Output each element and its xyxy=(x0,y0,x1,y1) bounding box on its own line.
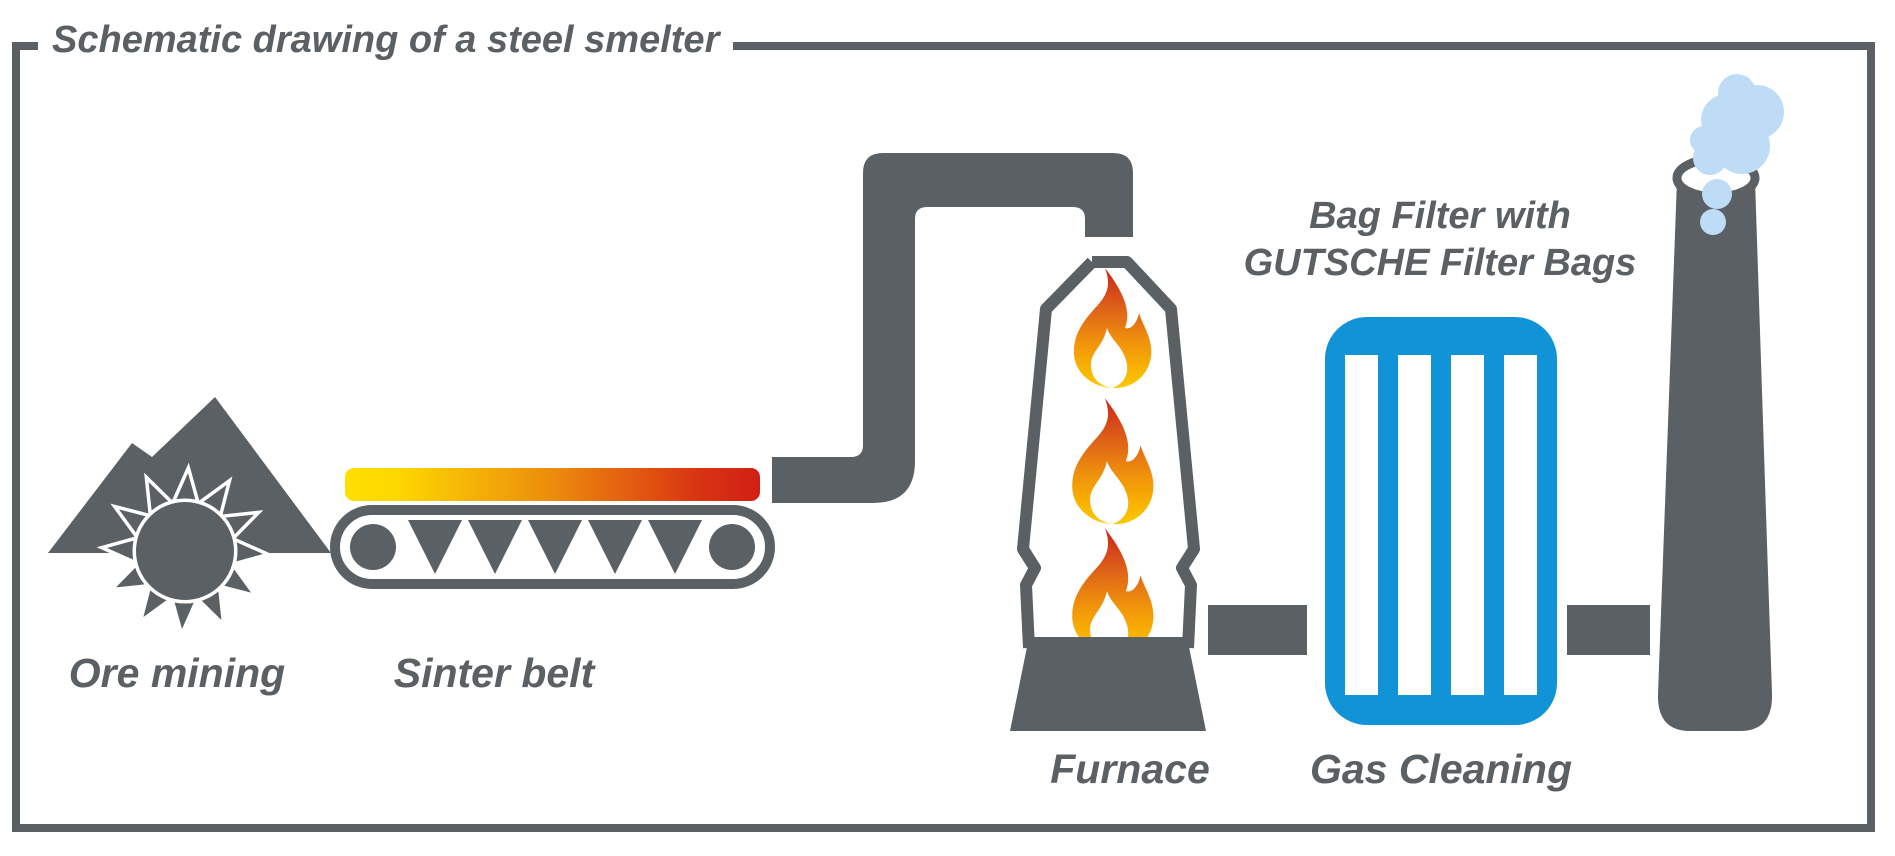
pipe-icon xyxy=(772,153,1133,503)
heat-gradient-bar xyxy=(345,468,760,501)
label-furnace: Furnace xyxy=(1050,746,1210,792)
smoke-icon xyxy=(1690,74,1784,235)
conveyor-belt-icon xyxy=(330,505,775,589)
chimney-icon xyxy=(1657,74,1784,731)
label-ore-mining: Ore mining xyxy=(68,650,286,696)
bag-filter-annotation-line1: Bag Filter with xyxy=(1309,195,1571,237)
diagram-frame xyxy=(12,42,1875,832)
furnace-icon xyxy=(1010,256,1206,731)
ore-mining-icon xyxy=(48,397,331,640)
label-sinter-belt: Sinter belt xyxy=(393,650,595,696)
sinter-belt-icon xyxy=(330,468,775,589)
bag-filter-annotation-line2: GUTSCHE Filter Bags xyxy=(1243,242,1637,284)
connector-duct-right xyxy=(1567,605,1650,655)
connector-duct-left xyxy=(1208,605,1307,655)
furnace-base xyxy=(1010,637,1206,731)
gear-icon xyxy=(96,462,274,640)
label-gas-cleaning: Gas Cleaning xyxy=(1309,746,1572,792)
bag-filter-icon xyxy=(1325,317,1557,725)
bag-filter-annotation: Bag Filter with GUTSCHE Filter Bags xyxy=(1190,193,1690,287)
flame-icon xyxy=(1072,268,1154,655)
page-title: Schematic drawing of a steel smelter xyxy=(38,12,734,68)
